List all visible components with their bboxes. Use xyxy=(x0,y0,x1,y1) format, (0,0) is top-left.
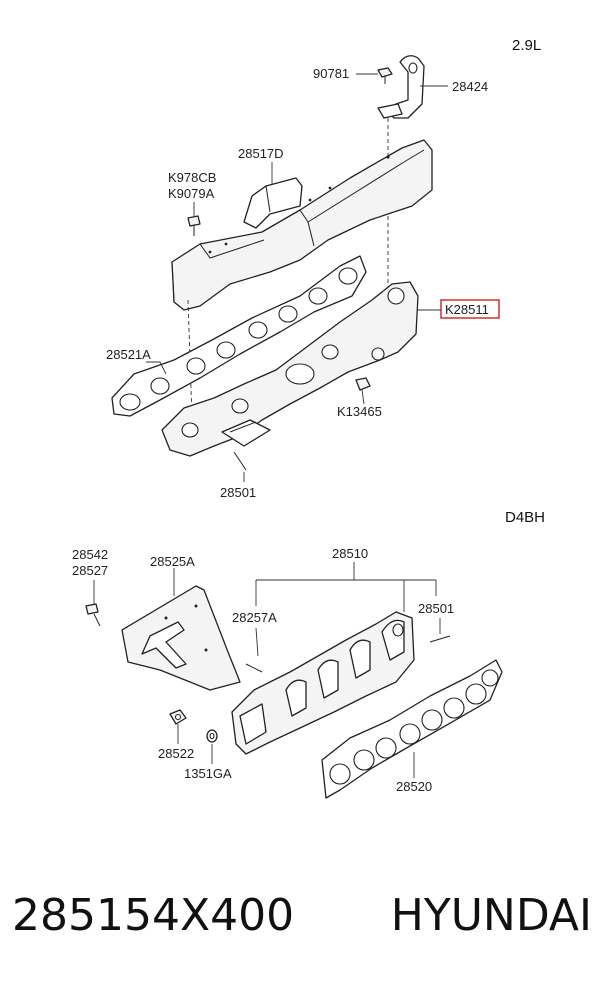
nut-28522[interactable] xyxy=(169,709,187,725)
stud-28257a[interactable] xyxy=(245,663,263,673)
heat-shield-28525a[interactable] xyxy=(121,585,241,691)
label-28501-bottom[interactable]: 28501 xyxy=(418,601,454,616)
footer-caption: 285154X400 HYUNDAI xyxy=(12,880,592,950)
bracket-28424[interactable] xyxy=(377,55,425,119)
highlight-box-k28511[interactable]: K28511 xyxy=(440,299,500,319)
part-number: 285154X400 xyxy=(12,889,295,941)
exhaust-manifold-28510[interactable] xyxy=(231,611,415,755)
gasket-28520[interactable] xyxy=(321,659,503,799)
heat-shield[interactable] xyxy=(171,139,433,311)
heat-shield-28517d[interactable] xyxy=(243,177,303,229)
stud-28501-bottom[interactable] xyxy=(429,635,451,643)
variant-label-2-9l: 2.9L xyxy=(512,37,541,54)
label-1351ga[interactable]: 1351GA xyxy=(184,766,232,781)
brand-name: HYUNDAI xyxy=(390,889,592,941)
nut-k13465[interactable] xyxy=(355,377,371,391)
leader-28521a xyxy=(146,361,167,375)
label-28520[interactable]: 28520 xyxy=(396,779,432,794)
leader-28257a xyxy=(255,627,259,657)
variant-label-d4bh: D4BH xyxy=(505,509,545,526)
bolt-90781[interactable] xyxy=(377,67,393,84)
label-28525a[interactable]: 28525A xyxy=(150,554,195,569)
label-k9079a[interactable]: K9079A xyxy=(168,186,215,201)
label-28517d[interactable]: 28517D xyxy=(238,146,284,161)
exhaust-manifold-k28511[interactable] xyxy=(161,281,419,457)
bracket-28510 xyxy=(255,562,437,612)
label-k28511[interactable]: K28511 xyxy=(445,302,489,317)
bolt-28542[interactable] xyxy=(85,603,101,627)
leader-k13465 xyxy=(361,389,365,405)
bolt-k978cb[interactable] xyxy=(187,215,201,236)
label-28510[interactable]: 28510 xyxy=(332,546,368,561)
label-28257a[interactable]: 28257A xyxy=(232,610,277,625)
label-90781[interactable]: 90781 xyxy=(313,66,349,81)
label-28501-top[interactable]: 28501 xyxy=(220,485,256,500)
washer-1351ga[interactable] xyxy=(206,729,218,743)
label-28521a[interactable]: 28521A xyxy=(106,347,151,362)
label-28527[interactable]: 28527 xyxy=(72,563,108,578)
label-28522[interactable]: 28522 xyxy=(158,746,194,761)
label-k13465[interactable]: K13465 xyxy=(337,404,382,419)
gasket-28521a[interactable] xyxy=(111,255,367,417)
label-28424[interactable]: 28424 xyxy=(452,79,488,94)
label-k978cb[interactable]: K978CB xyxy=(168,170,216,185)
label-28542[interactable]: 28542 xyxy=(72,547,108,562)
stud-28501-top[interactable] xyxy=(233,451,247,471)
